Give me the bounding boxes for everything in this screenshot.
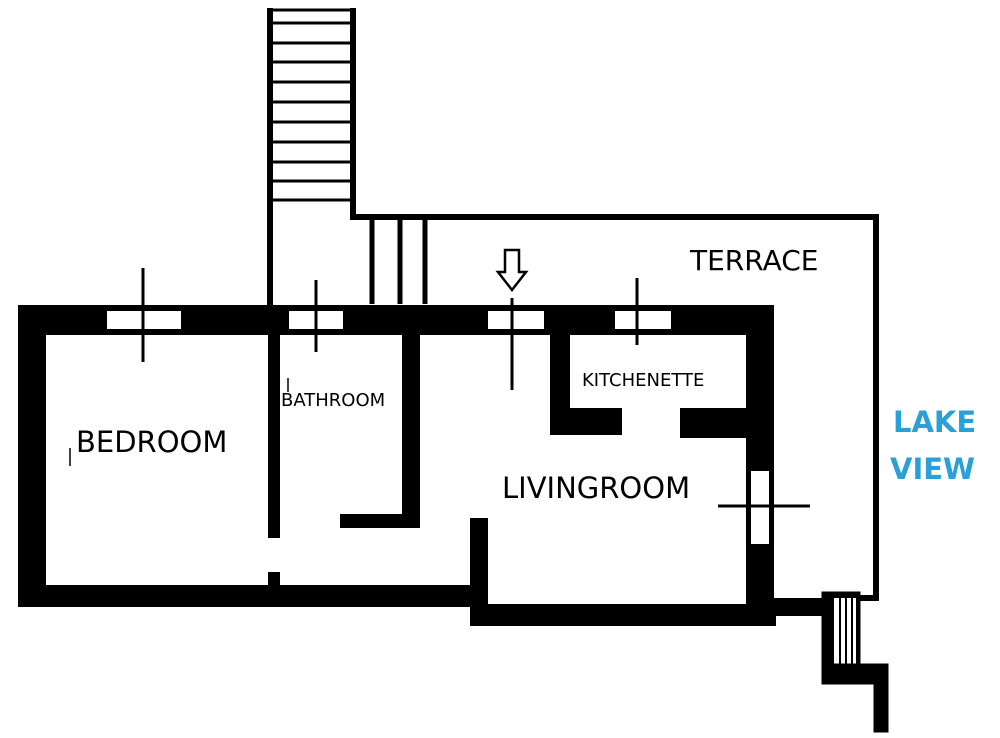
opening-markers [141,268,810,508]
entrance-staircase [267,8,356,305]
kitchenette-label: KITCHENETTE [582,370,704,391]
lower-staircase [821,591,889,733]
livingroom-label: LIVINGROOM [502,471,690,505]
tick-marks [69,378,289,466]
bathroom-label: BATHROOM [281,390,385,411]
bedroom-label: BEDROOM [76,425,227,459]
terrace-label: TERRACE [689,244,818,277]
terrace-steps [369,220,428,304]
kitchenette-window [613,309,673,331]
walls [18,305,824,626]
lake-view-label-line1: LAKE [893,405,976,439]
lake-view-label-line2: VIEW [890,452,975,486]
down-arrow-icon [495,248,529,293]
entrance-door [486,309,546,331]
